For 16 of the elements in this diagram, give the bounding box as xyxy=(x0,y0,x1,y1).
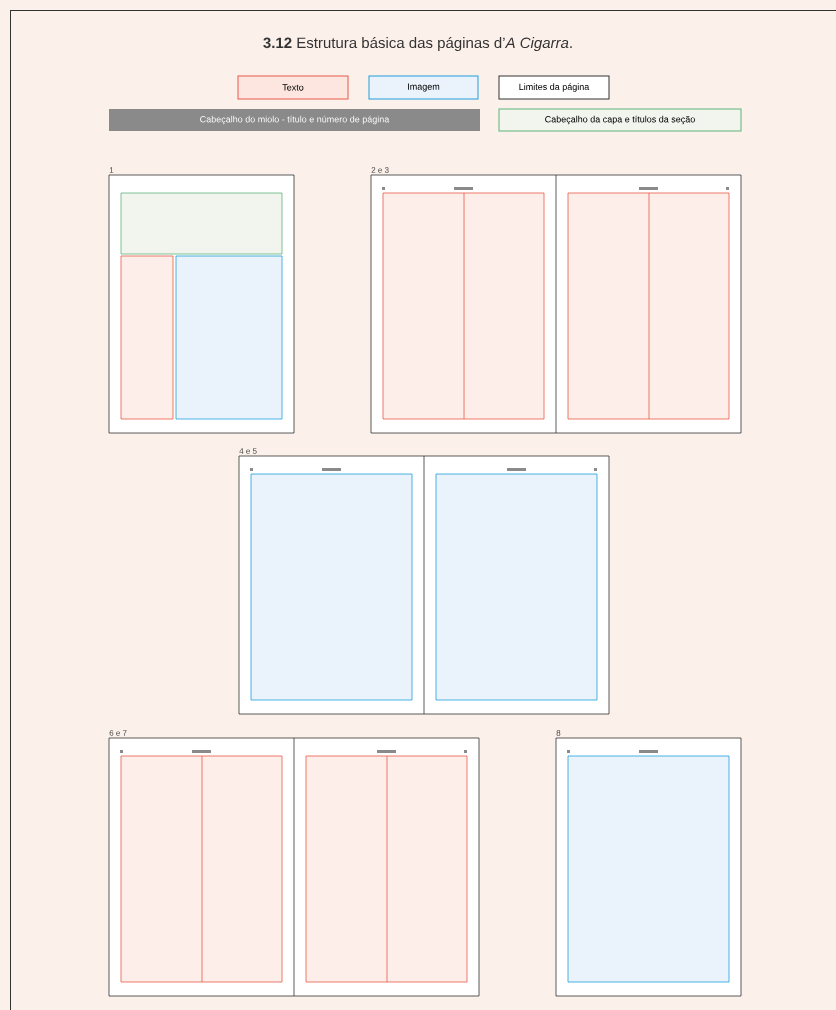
legend-item: Limites da página xyxy=(498,75,610,100)
legend-item: Cabeçalho do miolo - título e número de página xyxy=(109,109,480,131)
page-number-label: 4 e 5 xyxy=(239,448,257,454)
page-layout-drawing xyxy=(108,174,295,434)
legend-item: Imagem xyxy=(368,75,479,100)
page-layout-drawing xyxy=(238,455,610,715)
page-number-label: 8 xyxy=(556,730,561,736)
page-number-label: 1 xyxy=(109,167,114,173)
page-layout-drawing xyxy=(108,737,480,997)
page-layout-drawing xyxy=(555,737,742,997)
page-layout-drawing xyxy=(370,174,742,434)
title: 3.12 Estrutura básica das páginas d’A Cigarra. xyxy=(263,36,572,52)
legend-item: Texto xyxy=(237,75,349,100)
page-number-label: 6 e 7 xyxy=(109,730,127,736)
legend-item: Cabeçalho da capa e títulos da seção xyxy=(498,108,742,132)
page-number-label: 2 e 3 xyxy=(371,167,389,173)
